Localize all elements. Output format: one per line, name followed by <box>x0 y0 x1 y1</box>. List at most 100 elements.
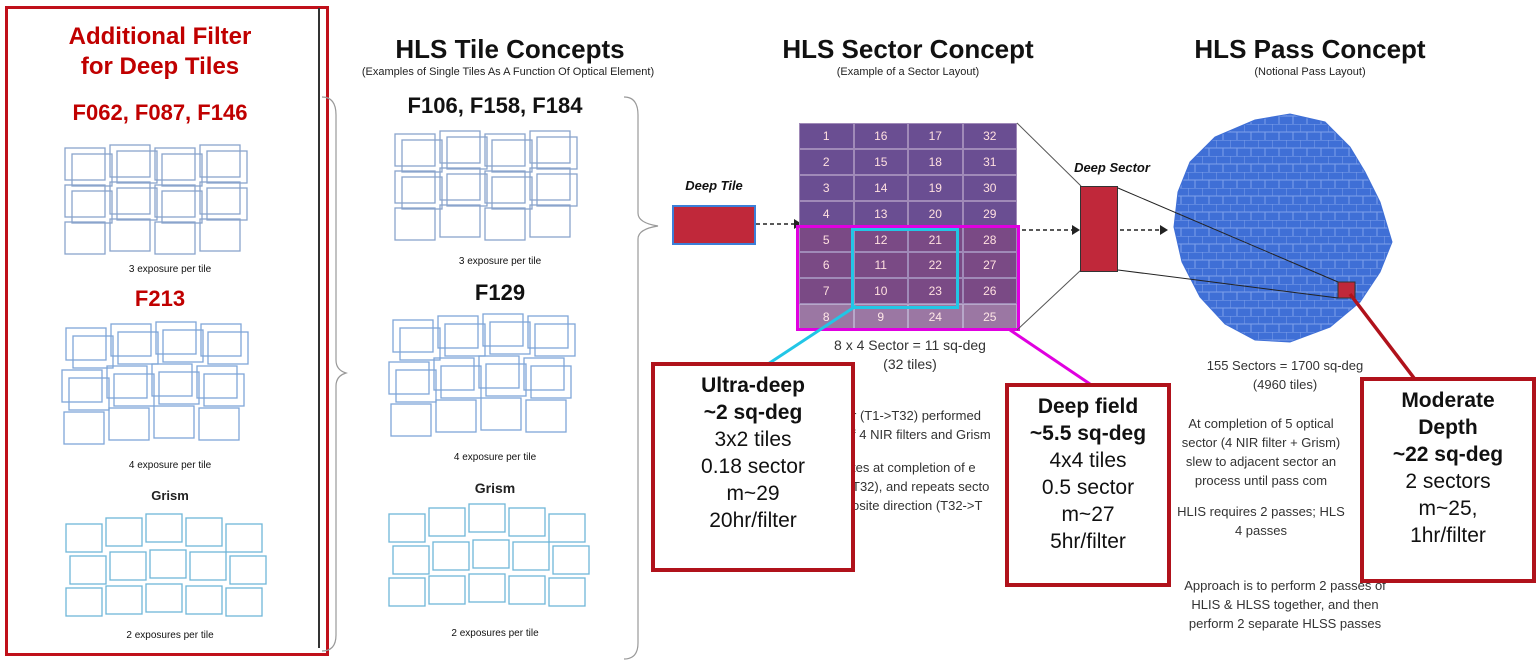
pass-concept-subtitle: (Notional Pass Layout) <box>1254 66 1366 78</box>
deep-filters-b: F213 <box>134 286 186 311</box>
pass-desc-line-5: HLIS requires 2 passes; HLS <box>1177 504 1345 519</box>
grism-label-left: Grism <box>151 488 189 503</box>
sector-projection-lines <box>1016 122 1082 331</box>
ultra-deep-time: 20hr/filter <box>709 509 797 532</box>
heading-line-1: Additional Filter <box>68 23 252 50</box>
deep-field-magnitude: m~27 <box>1061 503 1115 526</box>
sector-concept-subtitle: (Example of a Sector Layout) <box>836 66 980 78</box>
pass-desc-line-6: 4 passes <box>1234 523 1288 538</box>
sector-tile-15: 15 <box>853 148 908 175</box>
sector-desc-line-4: T32), and repeats secto <box>852 479 990 494</box>
sector-tile-14: 14 <box>853 174 908 201</box>
deep-field-area: ~5.5 sq-deg <box>1029 422 1147 445</box>
sector-size-text: 8 x 4 Sector = 11 sq-deg (32 tiles) <box>790 336 1030 374</box>
sector-desc-line-1: r (T1->T32) performed <box>852 408 981 423</box>
sector-tile-10: 10 <box>853 278 908 305</box>
connector-ultra-deep <box>767 304 857 366</box>
sector-tile-3: 3 <box>799 174 854 201</box>
caption-left-a: 3 exposure per tile <box>128 264 212 275</box>
deep-sector-label: Deep Sector <box>1074 160 1150 175</box>
moderate-heading-1: Moderate <box>1401 389 1495 412</box>
sector-desc-line-3: tes at completion of e <box>852 460 976 475</box>
sector-tile-29: 29 <box>962 200 1017 227</box>
ultra-deep-highlight <box>851 228 959 309</box>
tile-exposures-a <box>394 130 578 241</box>
sector-tile-23: 23 <box>908 278 963 305</box>
moderate-magnitude: m~25, <box>1418 497 1478 520</box>
pass-approach: Approach is to perform 2 passes of HLIS … <box>1170 576 1400 633</box>
pass-desc-line-1: At completion of 5 optical <box>1188 416 1334 431</box>
sector-tile-11: 11 <box>853 252 908 279</box>
tile-pattern-left-b <box>61 321 249 445</box>
pass-size-line-2: (4960 tiles) <box>1252 377 1318 392</box>
grism-label-tile: Grism <box>474 480 516 496</box>
deep-field-sector: 0.5 sector <box>1041 476 1135 499</box>
sector-desc-line-5: osite direction (T32->T <box>852 498 983 513</box>
moderate-time: 1hr/filter <box>1410 524 1486 547</box>
tile-pattern-b <box>388 313 576 437</box>
caption-tile-c: 2 exposures per tile <box>451 628 539 639</box>
deep-tile-box <box>672 205 756 245</box>
pass-desc-line-4: process until pass com <box>1194 473 1328 488</box>
sector-tile-2: 2 <box>799 148 854 175</box>
pass-desc-line-2: sector (4 NIR filter + Grism) <box>1181 435 1341 450</box>
tile-pattern-a <box>394 130 578 241</box>
ultra-deep-tiles: 3x2 tiles <box>714 428 792 451</box>
pass-approach-line-2: HLIS & HLSS together, and then <box>1191 597 1379 612</box>
ultra-deep-area: ~2 sq-deg <box>703 401 803 424</box>
moderate-depth-callout: Moderate Depth ~22 sq-deg 2 sectors m~25… <box>1360 377 1536 583</box>
deep-field-heading: Deep field <box>1037 395 1139 418</box>
pass-size-text: 155 Sectors = 1700 sq-deg (4960 tiles) <box>1180 356 1390 394</box>
arrow-sector-to-deep-sector <box>1022 225 1080 235</box>
ultra-deep-magnitude: m~29 <box>726 482 780 505</box>
tile-pattern-c <box>388 503 590 607</box>
sector-description: r (T1->T32) performed f 4 NIR filters an… <box>852 406 1022 515</box>
tile-exposures-b <box>388 313 576 437</box>
sector-tile-30: 30 <box>962 174 1017 201</box>
sector-tile-7: 7 <box>799 278 854 305</box>
sector-tile-22: 22 <box>908 252 963 279</box>
deep-filter-panel-divider <box>318 8 320 648</box>
arrow-deep-sector-to-pass <box>1120 225 1168 235</box>
pass-layout <box>1173 113 1393 343</box>
moderate-area: ~22 sq-deg <box>1392 443 1504 466</box>
tile-filters-b: F129 <box>474 280 526 305</box>
pass-approach-line-1: Approach is to perform 2 passes of <box>1184 578 1386 593</box>
heading-line-2: for Deep Tiles <box>80 53 240 80</box>
tile-filters-a: F106, F158, F184 <box>407 93 583 118</box>
tile-exposures-left-c <box>65 513 267 617</box>
connector-deep-field <box>1009 328 1091 386</box>
deep-tile-label: Deep Tile <box>685 178 743 193</box>
deep-filter-panel <box>5 6 329 656</box>
sector-tile-17: 17 <box>908 123 963 149</box>
deep-sector-box <box>1080 186 1118 272</box>
ultra-deep-sector: 0.18 sector <box>701 455 805 478</box>
tile-concepts-title: HLS Tile Concepts <box>395 34 625 64</box>
connector-moderate <box>1348 292 1416 380</box>
sector-tile-32: 32 <box>962 123 1017 149</box>
pass-projection-lines <box>1117 187 1339 299</box>
sector-tile-1: 1 <box>799 123 854 149</box>
sector-size-line-1: 8 x 4 Sector = 11 sq-deg <box>834 337 986 353</box>
sector-tile-27: 27 <box>962 252 1017 279</box>
ultra-deep-callout: Ultra-deep ~2 sq-deg 3x2 tiles 0.18 sect… <box>651 362 855 572</box>
pass-concept-title: HLS Pass Concept <box>1194 34 1426 64</box>
deep-field-time: 5hr/filter <box>1050 530 1126 553</box>
moderate-sectors: 2 sectors <box>1405 470 1491 493</box>
sector-tile-25: 25 <box>962 304 1017 330</box>
bracket-tile <box>623 96 659 660</box>
sector-tile-16: 16 <box>853 123 908 149</box>
sector-tile-26: 26 <box>962 278 1017 305</box>
sector-tile-28: 28 <box>962 226 1017 253</box>
pass-description: At completion of 5 optical sector (4 NIR… <box>1156 414 1366 540</box>
deep-filters-a: F062, F087, F146 <box>72 100 248 125</box>
sector-size-line-2: (32 tiles) <box>883 356 937 372</box>
moderate-heading-2: Depth <box>1418 416 1478 439</box>
pass-approach-line-3: perform 2 separate HLSS passes <box>1188 616 1382 631</box>
tile-pattern-left-a <box>64 144 248 255</box>
deep-field-highlight <box>796 225 1020 331</box>
tile-pattern-left-c <box>65 513 267 617</box>
caption-left-c: 2 exposures per tile <box>126 630 214 641</box>
